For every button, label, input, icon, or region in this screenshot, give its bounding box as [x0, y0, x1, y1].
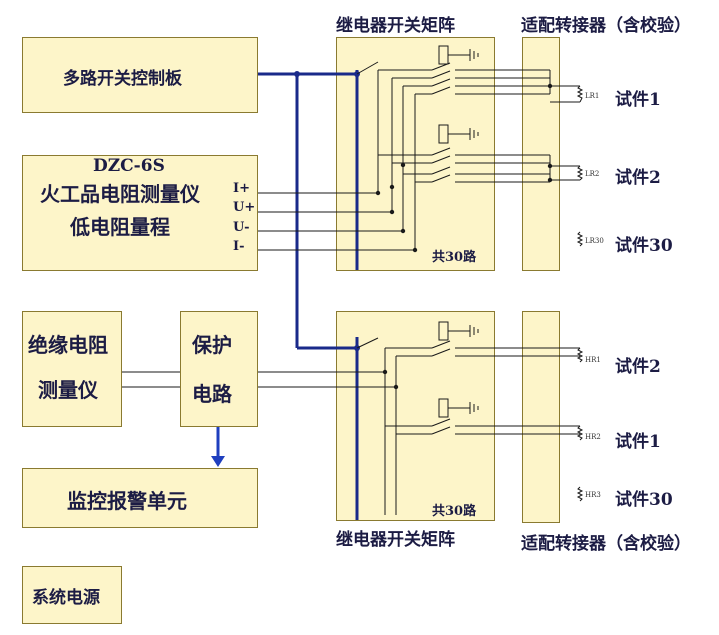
power-supply-label: 系统电源	[32, 588, 100, 608]
resistor-label: LR30	[585, 237, 604, 245]
bottom-relay-matrix-box	[336, 311, 495, 521]
dzc-meter-box	[22, 155, 258, 271]
specimen-label: 试件2	[615, 168, 661, 188]
resistor-label: HR3	[585, 491, 601, 499]
specimen-label: 试件1	[615, 90, 661, 110]
top-matrix-title: 继电器开关矩阵	[336, 16, 455, 36]
dzc-model-label: DZC-6S	[93, 156, 165, 176]
terminal-u-minus: U-	[233, 220, 250, 235]
bottom-channel-count: 共30路	[432, 504, 477, 519]
specimen-label: 试件30	[615, 236, 673, 256]
top-matrix-wiring	[258, 45, 584, 251]
protection-label-2: 电路	[192, 382, 232, 406]
resistor-label: HR1	[585, 356, 601, 364]
top-channel-count: 共30路	[432, 250, 477, 265]
dzc-name-label: 火工品电阻测量仪	[40, 182, 200, 206]
bottom-adapter-title: 适配转接器（含校验）	[521, 534, 691, 554]
power-supply-box	[22, 566, 122, 624]
multiplexer-board-box	[22, 37, 258, 113]
bottom-matrix-wiring	[122, 321, 584, 515]
dzc-range-label: 低电阻量程	[70, 215, 170, 239]
specimen-label: 试件30	[615, 490, 673, 510]
terminal-i-minus: I-	[233, 239, 245, 254]
bottom-adapter-box	[522, 311, 560, 523]
resistor-label: HR2	[585, 433, 601, 441]
monitor-alarm-label: 监控报警单元	[67, 489, 187, 513]
protection-circuit-box	[180, 311, 258, 427]
protection-label-1: 保护	[192, 333, 232, 357]
resistor-label: LR2	[585, 170, 600, 178]
bottom-matrix-title: 继电器开关矩阵	[336, 530, 455, 550]
multiplexer-board-label: 多路开关控制板	[63, 69, 182, 89]
monitor-alarm-box	[22, 468, 258, 528]
terminal-u-plus: U+	[233, 200, 256, 215]
control-bus	[258, 70, 359, 520]
resistor-label: LR1	[585, 92, 600, 100]
insulation-label-1: 绝缘电阻	[28, 333, 108, 357]
terminal-i-plus: I+	[233, 181, 250, 196]
top-adapter-title: 适配转接器（含校验）	[521, 16, 691, 36]
insulation-meter-box	[22, 311, 122, 427]
specimen-label: 试件2	[615, 357, 661, 377]
top-adapter-box	[522, 37, 560, 271]
alarm-arrow	[211, 427, 225, 467]
insulation-label-2: 测量仪	[38, 378, 98, 402]
specimen-label: 试件1	[615, 432, 661, 452]
